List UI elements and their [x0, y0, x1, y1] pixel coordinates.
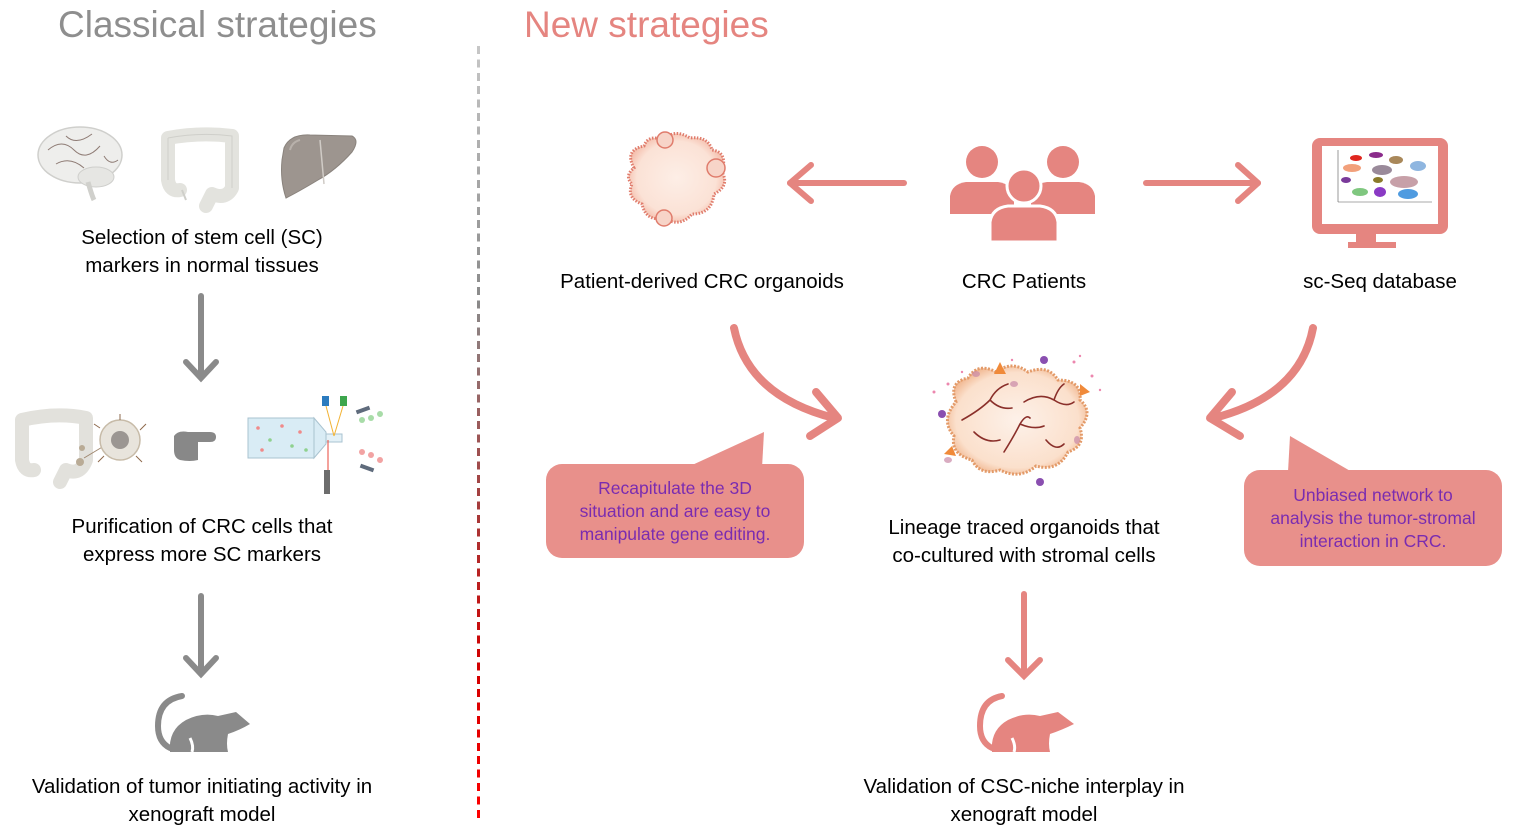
coculture-line2: co-cultured with stromal cells	[892, 544, 1156, 567]
classical-step1-label: Selection of stem cell (SC) markers in n…	[0, 224, 404, 280]
mouse-icon-new	[976, 693, 1074, 753]
patients-label: CRC Patients	[961, 270, 1087, 293]
coculture-line1: Lineage traced organoids that	[888, 516, 1160, 539]
pointing-hand-icon	[174, 431, 216, 461]
curved-arrow-organoids-to-coculture	[730, 324, 842, 440]
coculture-organoid-icon	[932, 354, 1102, 486]
section-divider	[477, 46, 480, 820]
brain-icon	[37, 126, 123, 202]
bubble-database-advantage: Unbiased network to analysis the tumor-s…	[1244, 470, 1502, 566]
organoids-label: Patient-derived CRC organoids	[560, 270, 844, 293]
organoid-icon	[627, 131, 727, 227]
flow-cytometry-sorter-icon	[247, 396, 383, 494]
bubble-right-line3: interaction in CRC.	[1299, 530, 1447, 551]
bubble-organoids-advantage: Recapitulate the 3D situation and are ea…	[546, 464, 804, 558]
arrow-left-to-organoids	[787, 162, 907, 204]
new-validation-label: Validation of CSC-niche interplay in xen…	[824, 773, 1224, 829]
classical-step2-line2: express more SC markers	[82, 543, 322, 566]
bubble-right-line2: analysis the tumor-stromal	[1270, 507, 1476, 528]
bubble-left-line2: situation and are easy to	[579, 500, 771, 521]
classical-step3-line2: xenograft model	[128, 803, 276, 826]
colon-tumor-icon	[15, 408, 147, 489]
classical-step1-line2: markers in normal tissues	[85, 254, 319, 277]
classical-strategies-title: Classical strategies	[58, 4, 377, 45]
bubble-left-line3: manipulate gene editing.	[579, 523, 771, 544]
curved-arrow-database-to-coculture	[1206, 324, 1317, 440]
classical-step3-label: Validation of tumor initiating activity …	[0, 773, 404, 829]
sc-seq-monitor-icon	[1312, 138, 1448, 248]
new-validation-line2: xenograft model	[950, 803, 1098, 826]
patients-icon	[950, 146, 1095, 244]
arrow-down-classical-2	[183, 593, 219, 679]
classical-step2-line1: Purification of CRC cells that	[71, 515, 333, 538]
new-validation-line1: Validation of CSC-niche interplay in	[863, 775, 1185, 798]
arrow-down-new	[1005, 591, 1043, 681]
classical-step1-line1: Selection of stem cell (SC)	[81, 226, 323, 249]
liver-icon	[281, 134, 357, 199]
mouse-icon-classical	[154, 693, 250, 753]
database-label: sc-Seq database	[1303, 270, 1457, 293]
classical-step3-line1: Validation of tumor initiating activity …	[31, 775, 373, 798]
colon-icon	[161, 127, 239, 213]
bubble-left-tail	[690, 432, 764, 468]
arrow-right-to-database	[1143, 162, 1261, 204]
bubble-left-line1: Recapitulate the 3D	[598, 477, 752, 498]
classical-step2-label: Purification of CRC cells that express m…	[0, 513, 404, 569]
bubble-right-tail	[1288, 436, 1352, 472]
coculture-label: Lineage traced organoids that co-culture…	[844, 514, 1204, 570]
bubble-right-line1: Unbiased network to	[1293, 484, 1453, 505]
new-strategies-title: New strategies	[524, 4, 769, 45]
arrow-down-classical-1	[183, 293, 219, 383]
